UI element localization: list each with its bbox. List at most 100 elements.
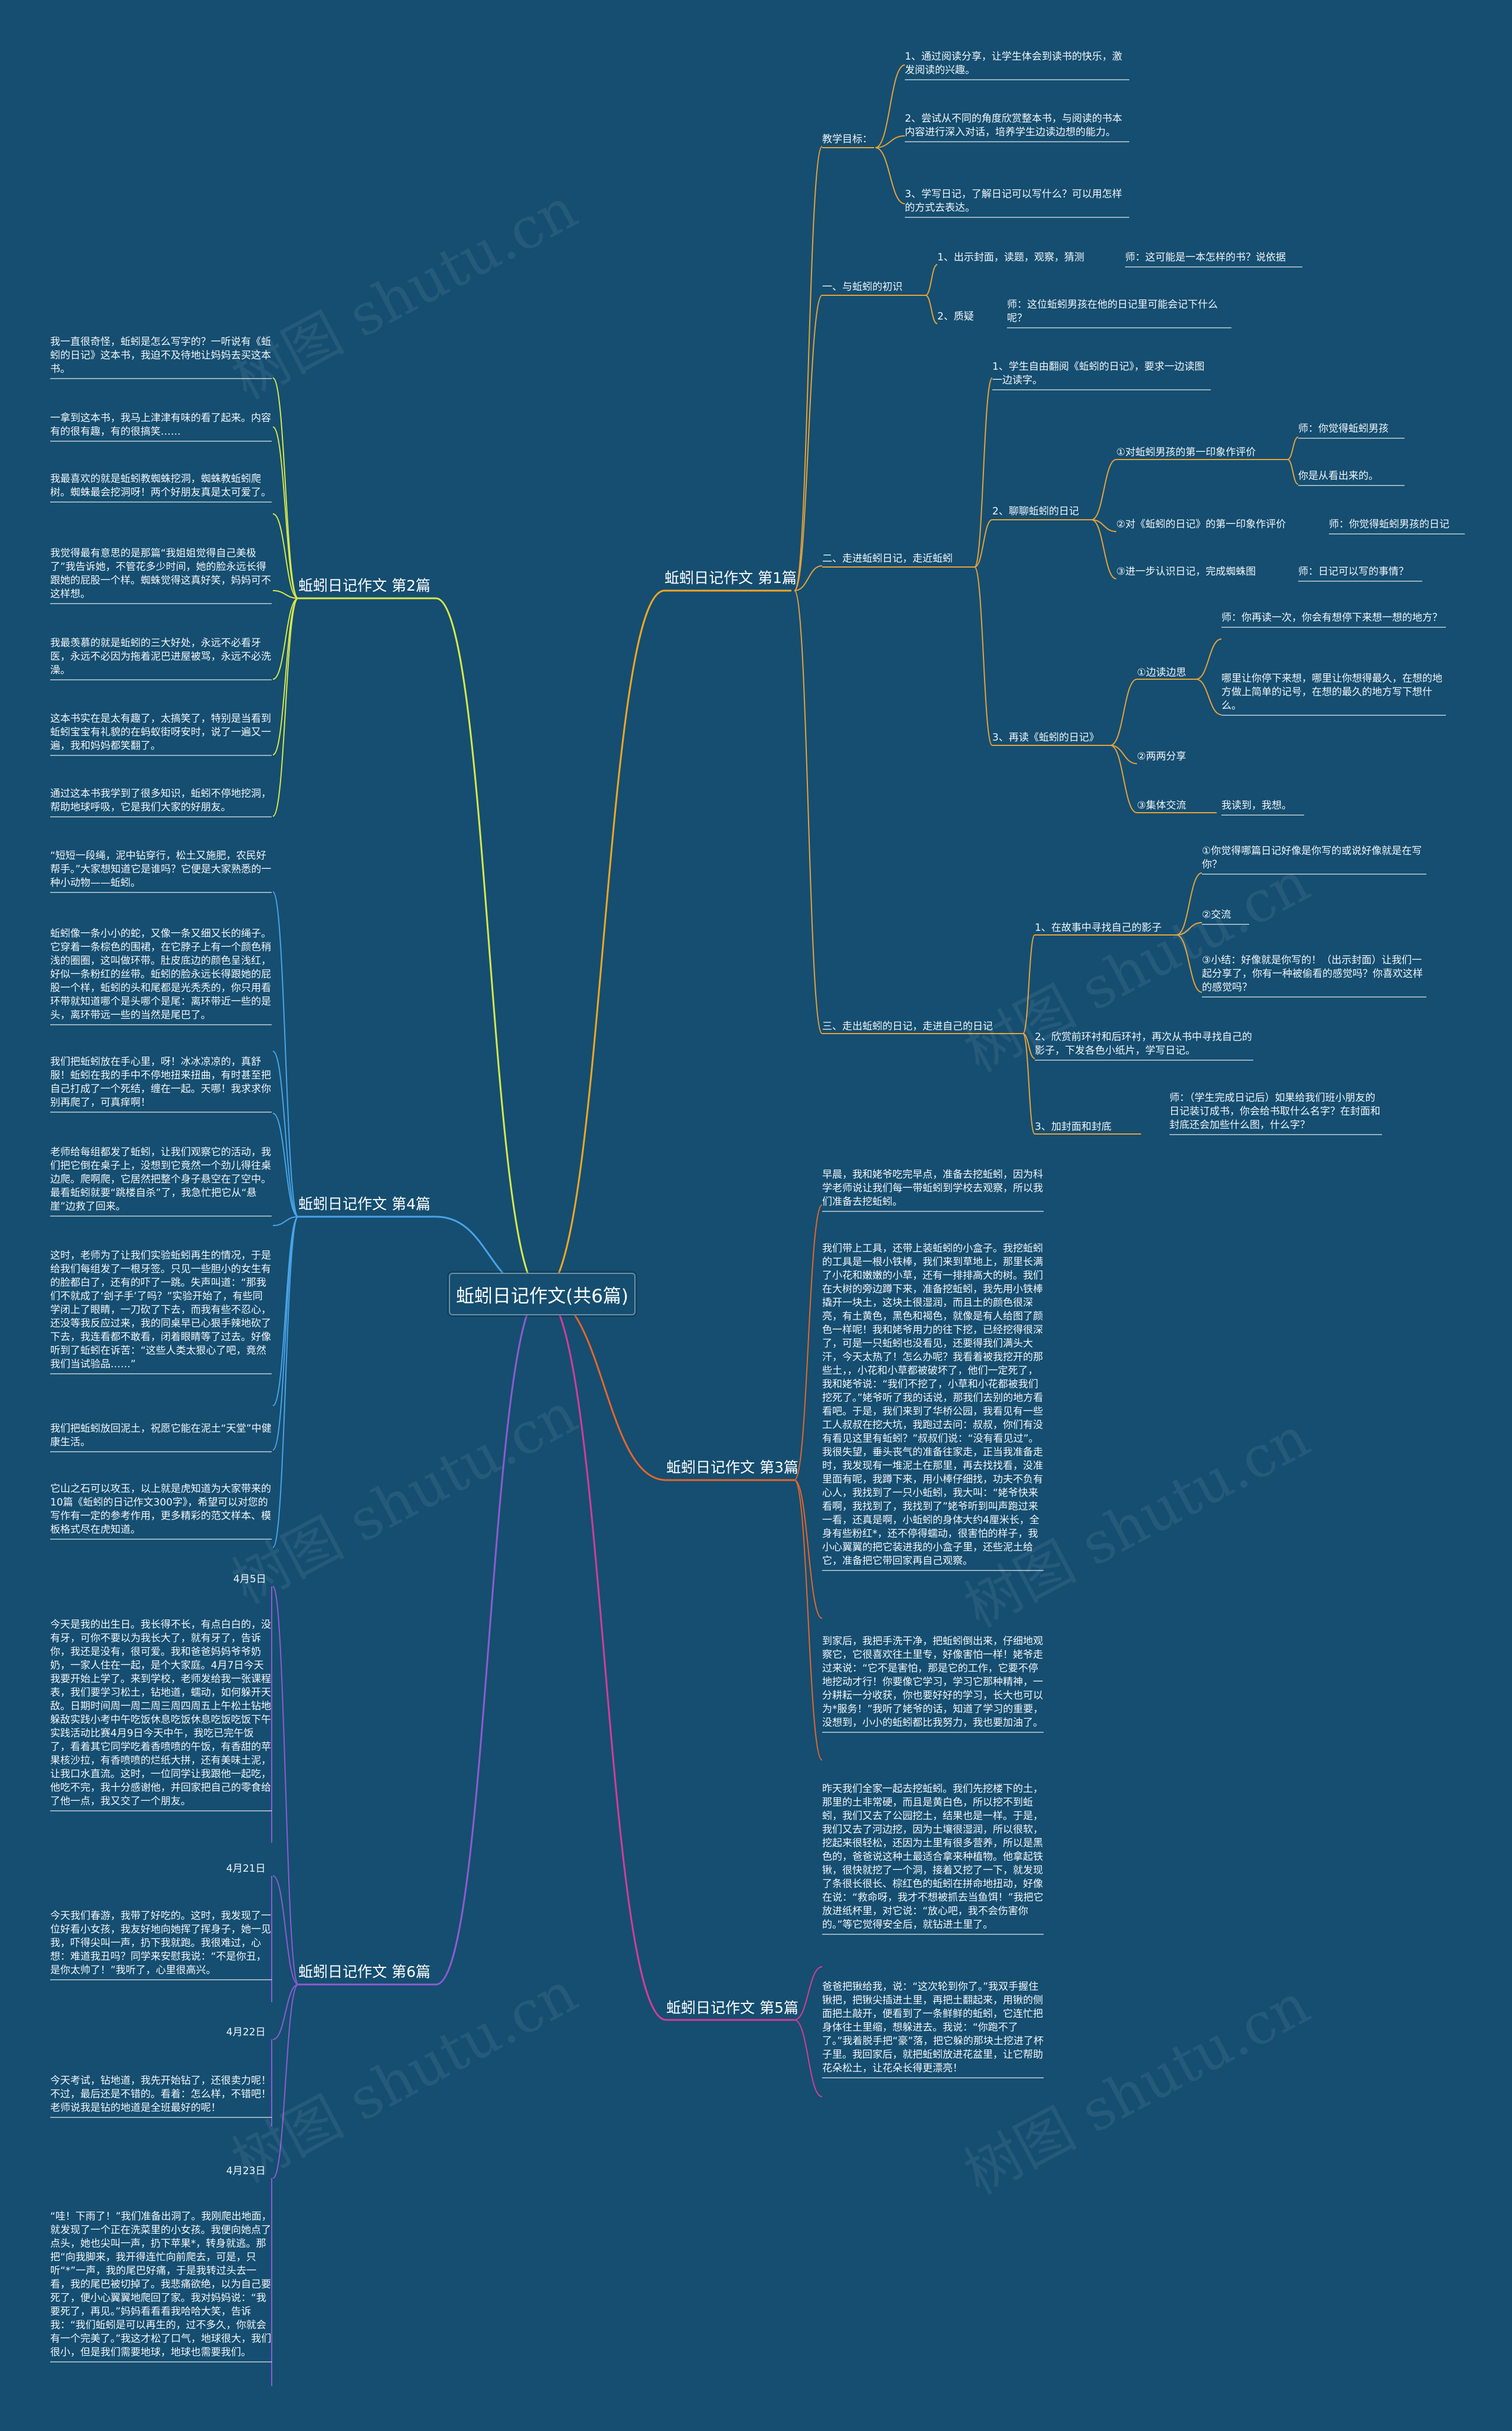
branch-p5[interactable]: 蚯蚓日记作文 第5篇 <box>666 1999 799 2016</box>
p1-line <box>1176 872 1203 936</box>
p6-date-3[interactable]: 4月22日 <box>226 2026 266 2038</box>
p6-text-2[interactable]: 今天我们春游，我带了好吃的。这时，我发现了一位好看小女孩，我友好地向她挥了挥身子… <box>50 1909 272 1980</box>
p1-line <box>1091 459 1117 520</box>
p1-s2-3-c1[interactable]: 我读到，我想。 <box>1221 799 1304 816</box>
p6-date-line <box>272 1984 299 2040</box>
p1-goal[interactable]: 教学目标： <box>822 133 872 145</box>
p4-leaf-line <box>272 1216 299 1451</box>
branch-line-p6 <box>435 1292 543 1986</box>
p2-item-2[interactable]: 一拿到这本书，我马上津津有味的看了起来。内容有的很有趣，有的很搞笑…… <box>50 412 272 442</box>
p3-item-3[interactable]: 到家后，我把手洗干净，把蚯蚓倒出来，仔细地观察它，它很喜欢往土里专，好像害怕一样… <box>822 1635 1044 1733</box>
p1-line <box>1110 679 1138 746</box>
p1-s1-b[interactable]: 2、质疑 <box>937 311 974 322</box>
branch-p1[interactable]: 蚯蚓日记作文 第1篇 <box>664 569 797 586</box>
p2-item-6[interactable]: 这本书实在是太有趣了，太搞笑了，特别是当看到蚯蚓宝宝有礼貌的在蚂蚁街呀安时，说了… <box>50 712 272 756</box>
p1-section-3[interactable]: 三、走出蚯蚓的日记，走进自己的日记 <box>822 1021 993 1032</box>
p3-item-1[interactable]: 早晨，我和姥爷吃完早点，准备去挖蚯蚓，因为科学老师说让我们每一带蚯蚓到学校去观察… <box>822 1168 1044 1212</box>
p6-date-line <box>272 1586 299 1985</box>
p5-item-1[interactable]: 昨天我们全家一起去挖蚯蚓。我们先挖楼下的土，那里的土非常硬，而且是黄白色，所以挖… <box>822 1782 1044 1935</box>
p1-line <box>1110 745 1138 764</box>
p1-s2-2-c[interactable]: ③进一步认识日记，完成蜘蛛图 <box>1116 566 1256 578</box>
p1-s2-2-c1[interactable]: 师：日记可以写的事情？ <box>1298 565 1422 582</box>
p1-section-2[interactable]: 二、走进蚯蚓日记，走近蚯蚓 <box>822 553 953 565</box>
p2-item-1[interactable]: 我一直很奇怪，蚯蚓是怎么写字的？一听说有《蚯蚓的日记》这本书，我迫不及待地让妈妈… <box>50 335 272 379</box>
p1-s3-2[interactable]: 2、欣赏前环衬和后环衬，再次从书中寻找自己的影子，下发各色小纸片，学写日记。 <box>1035 1031 1253 1061</box>
p1-s2-2[interactable]: 2、聊聊蚯蚓的日记 <box>992 506 1079 517</box>
p4-item-7[interactable]: 它山之石可以攻玉，以上就是虎知道为大家带来的10篇《蚯蚓的日记作文300字》，希… <box>50 1482 272 1540</box>
branch-p3[interactable]: 蚯蚓日记作文 第3篇 <box>666 1459 799 1476</box>
p1-s2-2-a[interactable]: ①对蚯蚓男孩的第一印象作评价 <box>1116 447 1256 458</box>
p2-leaf-line <box>272 426 299 599</box>
p1-line <box>1176 922 1203 936</box>
p2-leaf-line <box>272 598 299 817</box>
p1-s2-3[interactable]: 3、再读《蚯蚓的日记》 <box>992 732 1099 744</box>
p1-s1-a[interactable]: 1、出示封面，读题，观察，猜测 <box>937 252 1084 263</box>
p1-line <box>925 295 938 324</box>
p1-s3-3-a[interactable]: 师：（学生完成日记后）如果给我们班小朋友的日记装订成书，你会给书取什么名字？在封… <box>1169 1091 1382 1135</box>
p1-sub-line <box>794 295 823 591</box>
p1-s2-3-a2[interactable]: 哪里让你停下来想，哪里让你想得最久，在想的地方做上简单的记号，在想的最久的地方写… <box>1221 672 1446 716</box>
p4-item-1[interactable]: “短短一段绳，泥中钻穿行，松土又施肥，农民好帮手。”大家想知道它是谁吗？它便是大… <box>50 849 272 893</box>
p1-goal-item-2[interactable]: 2、尝试从不同的角度欣赏整本书，与阅读的书本内容进行深入对话，培养学生边读边想的… <box>905 112 1129 142</box>
p1-goal-line <box>875 135 905 148</box>
p4-item-3[interactable]: 我们把蚯蚓放在手心里，呀！冰冰凉凉的，真舒服！蚯蚓在我的手中不停地扭来扭曲，有时… <box>50 1055 272 1113</box>
p4-item-4[interactable]: 老师给每组都发了蚯蚓，让我们观察它的活动，我们把它倒在桌子上，没想到它竟然一个劲… <box>50 1146 272 1217</box>
p1-sub-line <box>794 146 823 591</box>
p2-item-4[interactable]: 我觉得最有意思的是那篇“我姐姐觉得自己美极了”我告诉她，不管花多少时间，她的脸永… <box>50 547 272 604</box>
p6-date-4[interactable]: 4月23日 <box>226 2165 266 2177</box>
p1-s3-1-a[interactable]: ①你觉得哪篇日记好像是你写的或说好像就是在写你？ <box>1202 845 1426 875</box>
p1-goal-item-3[interactable]: 3、学写日记，了解日记可以写什么？可以用怎样的方式去表达。 <box>905 188 1129 218</box>
p1-s2-2-b[interactable]: ②对《蚯蚓的日记》的第一印象作评价 <box>1116 519 1286 530</box>
p1-s3-1[interactable]: 1、在故事中寻找自己的影子 <box>1035 922 1162 934</box>
p1-s2-3-b[interactable]: ②两两分享 <box>1137 751 1187 762</box>
p4-item-6[interactable]: 我们把蚯蚓放回泥土，祝愿它能在泥土“天堂”中健康生活。 <box>50 1422 272 1452</box>
p6-date-1[interactable]: 4月5日 <box>233 1573 266 1585</box>
p6-text-4[interactable]: “哇！下雨了！”我们准备出洞了。我刚爬出地面，就发现了一个正在洗菜里的小女孩。我… <box>50 2210 272 2362</box>
p6-date-line <box>272 1875 299 1985</box>
p1-line <box>974 566 993 746</box>
p2-item-5[interactable]: 我最羡慕的就是蚯蚓的三大好处，永远不必看牙医，永远不必因为拖着泥巴进屋被骂，永远… <box>50 637 272 680</box>
p2-item-7[interactable]: 通过这本书我学到了很多知识，蚯蚓不停地挖洞，帮助地球呼吸，它是我们大家的好朋友。 <box>50 787 272 817</box>
p1-s2-1[interactable]: 1、学生自由翻阅《蚯蚓的日记》，要求一边读图一边读字。 <box>992 360 1211 390</box>
p1-s2-2-a1[interactable]: 师：你觉得蚯蚓男孩 <box>1298 422 1405 439</box>
p5-item-2[interactable]: 爸爸把锹给我，说：“这次轮到你了。”我双手握住锹把，把锹尖插进土里，再把土翻起来… <box>822 1980 1044 2078</box>
p1-s2-2-a2[interactable]: 你是从看出来的。 <box>1298 470 1405 486</box>
p6-text-3[interactable]: 今天考试，钻地道，我先开始钻了，还很卖力呢！不过，最后还是不错的。看着：怎么样，… <box>50 2074 272 2118</box>
p3-item-2[interactable]: 我们带上工具，还带上装蚯蚓的小盒子。我挖蚯蚓的工具是一根小铁棒，我们来到草地上，… <box>822 1242 1044 1571</box>
p1-section-1[interactable]: 一、与蚯蚓的初识 <box>822 281 902 293</box>
p6-date-line <box>272 1984 299 2179</box>
p4-leaf-line <box>272 1216 299 1548</box>
p3-leaf-line <box>794 1480 823 1619</box>
p2-item-3[interactable]: 我最喜欢的就是蚯蚓教蜘蛛挖洞，蜘蛛教蚯蚓爬树。蜘蛛最会挖洞呀！两个好朋友真是太可… <box>50 472 272 503</box>
p1-s1-b-question[interactable]: 师：这位蚯蚓男孩在他的日记里可能会记下什么呢？ <box>1007 298 1231 328</box>
branch-line-p3 <box>542 1292 667 1481</box>
p6-date-2[interactable]: 4月21日 <box>226 1863 266 1875</box>
p1-s1-a-question[interactable]: 师：这可能是一本怎样的书？说依据 <box>1125 251 1302 268</box>
branch-line-p2 <box>435 597 543 1294</box>
branch-p6[interactable]: 蚯蚓日记作文 第6篇 <box>298 1963 431 1980</box>
p1-line <box>1091 519 1117 579</box>
p1-s2-3-c[interactable]: ③集体交流 <box>1137 800 1187 812</box>
p1-s3-1-b[interactable]: ②交流 <box>1202 908 1249 925</box>
p6-text-1[interactable]: 今天是我的出生日。我长得不长，有点白白的，没有牙，可你不要以为我长大了，就有牙了… <box>50 1618 272 1811</box>
p1-line <box>1022 934 1035 1034</box>
p1-s2-3-a1[interactable]: 师：你再读一次，你会有想停下来想一想的地方？ <box>1221 611 1446 628</box>
root-topic[interactable]: 蚯蚓日记作文(共6篇) <box>449 1273 636 1315</box>
branch-p2[interactable]: 蚯蚓日记作文 第2篇 <box>298 577 431 594</box>
p1-s3-3[interactable]: 3、加封面和封底 <box>1035 1121 1112 1133</box>
p1-s3-1-c[interactable]: ③小结：好像就是你写的！（出示封面）让我们一起分享了，你有一种被偷看的感觉吗？你… <box>1202 954 1426 998</box>
p1-s2-3-a[interactable]: ①边读边思 <box>1137 667 1187 679</box>
p4-item-2[interactable]: 蚯蚓像一条小小的蛇，又像一条又细又长的绳子。它穿着一条棕色的围裙，在它脖子上有一… <box>50 927 272 1025</box>
p5-leaf-line <box>794 2019 823 2097</box>
p1-line <box>974 519 993 568</box>
p1-goal-line <box>875 64 905 148</box>
p2-leaf-line <box>272 513 299 599</box>
p2-leaf-line <box>272 377 299 599</box>
branch-line-p5 <box>542 1292 667 2021</box>
p4-item-5[interactable]: 这时，老师为了让我们实验蚯蚓再生的情况，于是给我们每组发了一根牙签。只见一些胆小… <box>50 1249 272 1374</box>
p4-leaf-line <box>272 1216 299 1226</box>
p1-goal-item-1[interactable]: 1、通过阅读分享，让学生体会到读书的快乐，激发阅读的兴趣。 <box>905 50 1129 80</box>
branch-p4[interactable]: 蚯蚓日记作文 第4篇 <box>298 1195 431 1213</box>
p1-s2-2-b1[interactable]: 师：你觉得蚯蚓男孩的日记 <box>1329 518 1465 535</box>
p1-line <box>925 264 938 296</box>
